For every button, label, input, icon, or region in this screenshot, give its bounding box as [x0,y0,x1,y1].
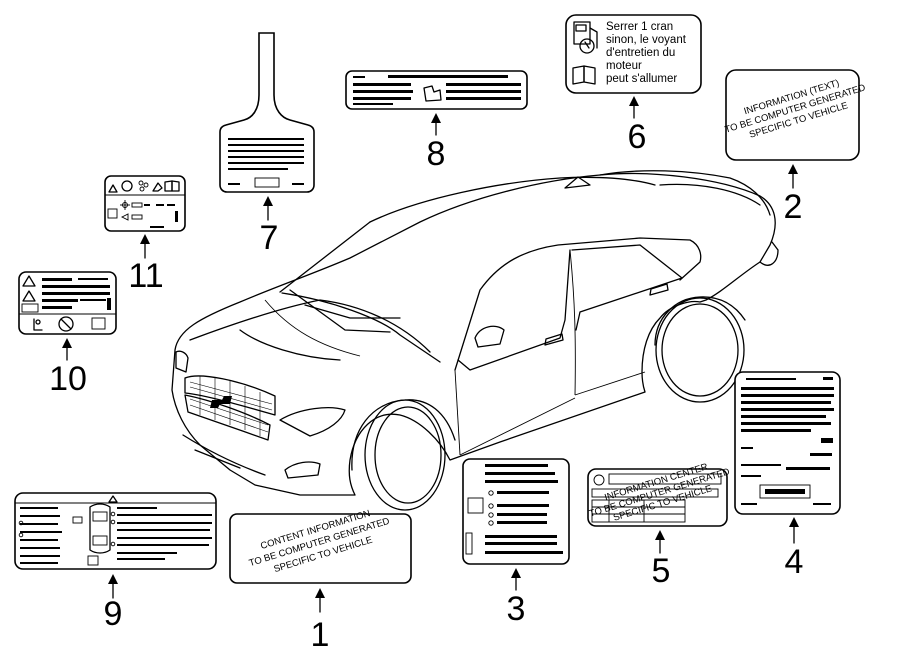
label-5: INFORMATION CENTER TO BE COMPUTER GENERA… [587,461,731,590]
label-2: INFORMATION (TEXT) TO BE COMPUTER GENERA… [724,69,867,226]
label-11: 11 [104,175,186,295]
callout-9: 9 [104,595,123,633]
callout-1: 1 [311,616,330,654]
label-6: Serrer 1 cran sinon, le voyant d'entreti… [565,14,702,156]
label-6-line-4: moteur [606,60,642,72]
callout-8: 8 [427,135,446,173]
callout-2: 2 [784,188,803,226]
label-10: 10 [18,271,117,398]
label-8: 8 [345,70,528,173]
prohibited-icon [58,316,74,332]
manual-book-icon [572,65,596,85]
callout-3: 3 [507,590,526,628]
callout-11: 11 [128,257,163,295]
label-9: 9 [14,492,217,633]
label-6-line-2: sinon, le voyant [606,34,687,46]
callout-10: 10 [49,360,87,398]
label-1: CONTENT INFORMATION TO BE COMPUTER GENER… [229,508,412,654]
label-6-line-1: Serrer 1 cran [606,21,673,33]
callout-5: 5 [652,552,671,590]
label-4: 4 [734,371,841,581]
callout-7: 7 [260,219,279,257]
label-7: 7 [219,32,315,257]
sun-icon [120,200,130,210]
vehicle-top-view-icon [89,503,111,554]
label-6-line-3: d'entretien du [606,47,675,59]
callout-4: 4 [785,543,804,581]
warning-triangle-icon [22,275,36,287]
callout-6: 6 [628,118,647,156]
vehicle-drawing [171,170,779,511]
label-6-line-5: peut s'allumer [606,73,677,85]
fuel-pump-icon [573,21,598,54]
label-3: 3 [462,458,570,628]
child-seat-icon [33,318,43,331]
